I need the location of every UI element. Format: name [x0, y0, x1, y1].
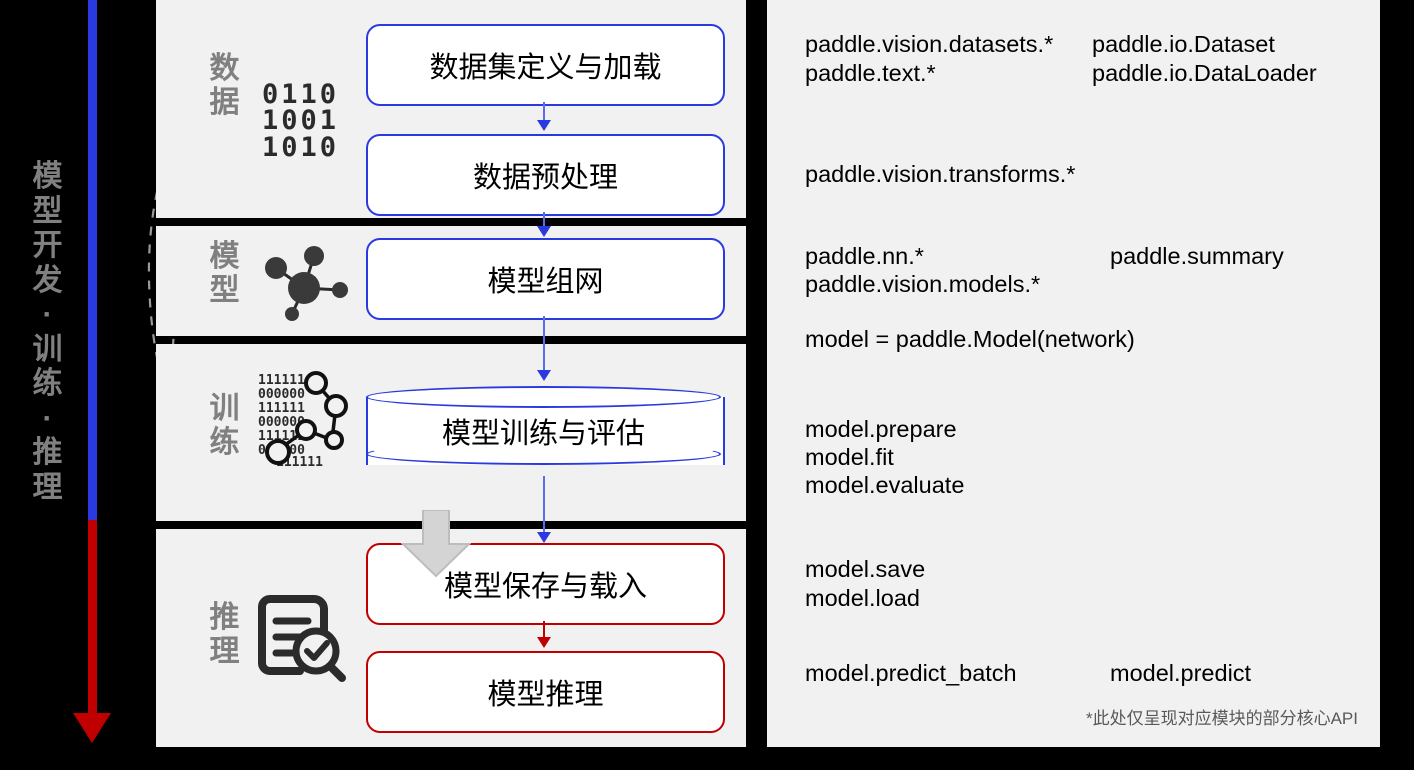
api-line: model.fit	[805, 444, 894, 470]
stage-section-model: 模 型 模型组网	[156, 226, 746, 336]
stage-label-model: 模 型	[204, 240, 246, 307]
api-line: paddle.summary	[1110, 243, 1284, 269]
flow-box-model-network[interactable]: 模型组网	[366, 238, 725, 320]
cylinder-top	[366, 386, 721, 408]
document-search-icon	[252, 587, 348, 683]
api-line: model.prepare	[805, 416, 957, 442]
api-line: paddle.io.DataLoader	[1092, 60, 1317, 86]
api-footnote: *此处仅呈现对应模块的部分核心API	[1085, 709, 1358, 728]
axis-title: 模 型 开 发 · 训 练 · 推 理	[20, 160, 76, 505]
axis-char: ·	[42, 401, 54, 435]
api-line: paddle.io.Dataset	[1092, 31, 1275, 57]
binary-graph-icon: 111111 000000 111111 000000 111111 00000…	[256, 370, 356, 470]
connector-arrowhead-icon	[537, 532, 551, 543]
stage-label-train: 训 练	[204, 392, 246, 459]
stage-label-char: 据	[209, 85, 241, 119]
connector-train-infer	[543, 476, 545, 534]
connector-arrowhead-icon	[537, 226, 551, 237]
axis-char: 发	[32, 263, 64, 297]
axis-line-blue	[88, 0, 97, 520]
flow-box-train-evaluate[interactable]: 模型训练与评估	[366, 386, 725, 476]
axis-char: 模	[32, 160, 64, 193]
stage-label-char: 模	[209, 240, 241, 273]
flow-box-label: 数据预处理	[472, 162, 618, 194]
flow-box-dataset-define-load[interactable]: 数据集定义与加载	[366, 24, 725, 106]
flow-box-data-preprocess[interactable]: 数据预处理	[366, 134, 725, 216]
axis-arrowhead-icon	[73, 713, 111, 743]
flow-box-label: 模型组网	[487, 266, 604, 298]
api-line: model.predict_batch	[805, 660, 1017, 686]
binary-row: 1001	[262, 105, 340, 137]
flow-box-label: 模型推理	[487, 679, 604, 711]
axis-char: 型	[32, 194, 64, 228]
stage-label-char: 练	[209, 425, 241, 459]
svg-text:111111: 111111	[258, 373, 305, 388]
stage-label-char: 理	[209, 634, 241, 668]
axis-line-red	[88, 520, 97, 715]
axis-char: 训	[32, 332, 64, 366]
api-line: model.predict	[1110, 660, 1252, 686]
connector-arrowhead-icon	[537, 120, 551, 131]
connector-save-infer	[543, 621, 545, 639]
connector-data1-data2	[543, 102, 545, 122]
axis-char: ·	[42, 298, 54, 331]
stage-label-char: 训	[209, 392, 241, 425]
molecule-network-icon	[256, 240, 352, 324]
stage-label-char: 推	[209, 601, 241, 634]
connector-arrowhead-icon	[537, 370, 551, 381]
api-line: model.save	[805, 556, 926, 582]
api-line: paddle.vision.datasets.*	[805, 31, 1054, 57]
flow-box-label: 模型训练与评估	[441, 418, 645, 450]
stage-label-infer: 推 理	[204, 601, 246, 668]
stage-section-infer: 推 理 模型保存与载入	[156, 529, 746, 747]
api-reference-panel: paddle.vision.datasets.* paddle.text.* p…	[767, 0, 1380, 747]
connector-data2-model	[543, 212, 545, 228]
binary-digits-icon: 0110 1001 1010	[262, 79, 340, 163]
api-line: paddle.nn.*	[805, 243, 924, 269]
stage-section-train: 训 练 111111 000000 111111 000000 111111 0…	[156, 344, 746, 521]
flow-box-label: 模型保存与载入	[443, 571, 647, 603]
stage-label-data: 数 据	[204, 52, 246, 119]
flow-box-label: 数据集定义与加载	[429, 52, 662, 84]
stage-section-data: 数 据 0110 1001 1010 数据集定义与加载 数据预处理	[156, 0, 746, 218]
binary-row: 1010	[262, 131, 340, 163]
api-line: model.evaluate	[805, 472, 965, 498]
flow-box-label-wrap: 模型训练与评估	[366, 386, 721, 476]
api-line: model = paddle.Model(network)	[805, 326, 1135, 352]
connector-model-train	[543, 316, 545, 372]
pipeline-stages-panel: 数 据 0110 1001 1010 数据集定义与加载 数据预处理 模 型	[156, 0, 746, 747]
svg-text:111111: 111111	[258, 401, 305, 416]
axis-char: 练	[32, 367, 64, 400]
axis-char: 理	[32, 470, 64, 504]
api-line: paddle.vision.models.*	[805, 271, 1041, 297]
pipeline-axis: 模 型 开 发 · 训 练 · 推 理	[0, 0, 150, 770]
cylinder-bottom	[366, 443, 721, 465]
stage-label-char: 数	[209, 52, 241, 85]
svg-text:000000: 000000	[258, 415, 305, 430]
svg-text:000000: 000000	[258, 387, 305, 402]
stage-transition-arrow-icon	[401, 510, 471, 578]
connector-arrowhead-icon	[537, 637, 551, 648]
api-line: paddle.vision.transforms.*	[805, 161, 1076, 187]
api-line: model.load	[805, 585, 920, 611]
api-line: paddle.text.*	[805, 60, 936, 86]
axis-char: 开	[32, 229, 64, 262]
flow-box-model-inference[interactable]: 模型推理	[366, 651, 725, 733]
stage-label-char: 型	[209, 273, 241, 307]
axis-char: 推	[32, 436, 64, 469]
binary-row: 0110	[262, 79, 340, 110]
